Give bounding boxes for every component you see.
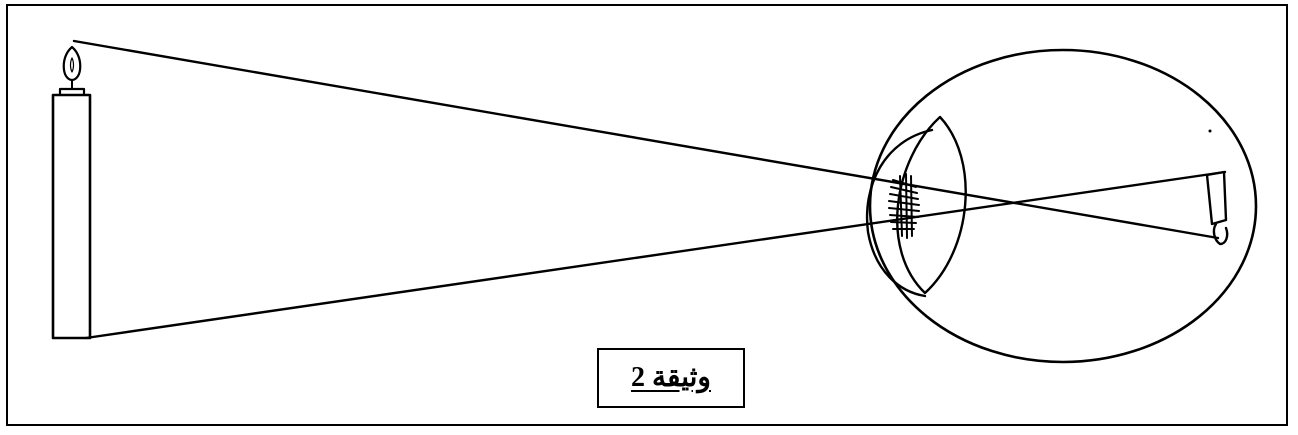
caption-box: وثيقة 2 <box>597 348 745 408</box>
lens <box>896 115 967 295</box>
candle <box>51 45 92 340</box>
light-rays <box>72 39 1227 340</box>
candle-flame-inner <box>69 57 75 73</box>
candle-flame <box>62 45 82 82</box>
inverted-flame <box>1212 222 1229 246</box>
caption-label: وثيقة 2 <box>631 362 711 393</box>
inverted-candle-body <box>1205 170 1228 226</box>
speck <box>1208 129 1212 133</box>
cornea <box>865 128 934 298</box>
eyeball <box>868 48 1258 364</box>
ray-top <box>72 39 1220 240</box>
document-frame <box>6 4 1288 426</box>
ray-bottom <box>84 170 1227 340</box>
retina-image <box>1205 170 1229 246</box>
candle-body <box>51 93 92 340</box>
iris <box>888 173 920 239</box>
